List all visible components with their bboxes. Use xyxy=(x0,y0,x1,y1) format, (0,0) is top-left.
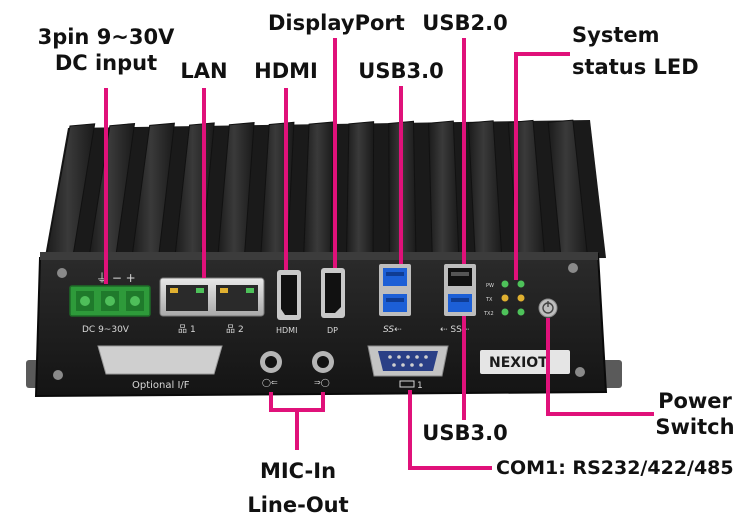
callout-power-line1: Power xyxy=(658,389,732,413)
callout-hdmi: HDMI xyxy=(254,59,318,83)
svg-text:SS⇠: SS⇠ xyxy=(383,325,402,335)
brand-print: NEXIOT xyxy=(489,355,548,371)
callout-audio-line1: MIC-In xyxy=(259,459,337,483)
heatsink-fin xyxy=(345,121,375,259)
status-leds: PW TX TX2 xyxy=(483,280,525,317)
callout-system-led-line1: System xyxy=(572,23,660,47)
callout-lan: LAN xyxy=(180,59,228,83)
svg-text:◯⇐: ◯⇐ xyxy=(262,378,278,387)
callout-usb2: USB2.0 xyxy=(422,11,508,35)
displayport-port: DP xyxy=(321,268,345,335)
callout-power-switch: Power Switch xyxy=(648,388,742,440)
dp-print: DP xyxy=(327,326,338,335)
callout-system-led-line2: status LED xyxy=(572,55,699,79)
optional-if-cover: Optional I/F xyxy=(97,345,223,391)
led2-print: TX xyxy=(485,297,493,303)
lan2-print: 2 xyxy=(238,325,244,335)
callout-power-line2: Switch xyxy=(655,415,735,439)
svg-text:品: 品 xyxy=(178,324,187,335)
callout-usb3-bottom: USB3.0 xyxy=(422,421,508,445)
heatsink xyxy=(44,119,606,262)
usb3-stack: SS⇠ xyxy=(379,264,411,335)
svg-text:⇒◯: ⇒◯ xyxy=(314,378,330,387)
callout-dc-input: 3pin 9~30V DC input xyxy=(24,24,188,76)
svg-text:⇠ SS⇠: ⇠ SS⇠ xyxy=(440,325,469,335)
callout-usb3-top: USB3.0 xyxy=(358,59,444,83)
callout-displayport: DisplayPort xyxy=(268,11,405,35)
audio-jacks: ◯⇐ ⇒◯ xyxy=(260,351,334,387)
led1-print: PW xyxy=(486,283,494,289)
usb-mixed-stack: ⇠ SS⇠ xyxy=(440,264,476,335)
brand-badge: NEXIOT xyxy=(480,350,570,374)
power-button xyxy=(538,298,558,318)
hdmi-print: HDMI xyxy=(276,326,297,335)
callout-system-led: System status LED xyxy=(572,22,706,80)
hdmi-port: HDMI xyxy=(276,270,301,335)
svg-text:⏚ − +: ⏚ − + xyxy=(96,271,136,285)
dc-range-print: DC 9~30V xyxy=(82,325,130,335)
com-number-print: 1 xyxy=(417,381,423,391)
callout-com1: COM1: RS232/422/485 xyxy=(496,457,734,479)
callout-audio: MIC-In Line-Out xyxy=(236,458,360,518)
optional-if-print: Optional I/F xyxy=(132,380,190,391)
heatsink-fin xyxy=(428,120,460,259)
led3-print: TX2 xyxy=(483,311,494,317)
lan1-print: 1 xyxy=(190,325,196,335)
callout-dc-input-line1: 3pin 9~30V xyxy=(37,25,175,49)
svg-text:品: 品 xyxy=(226,324,235,335)
com1-port: 1 xyxy=(367,345,449,391)
callout-dc-input-line2: DC input xyxy=(54,51,158,75)
callout-audio-line2: Line-Out xyxy=(247,493,349,517)
lan-ports: 1 2 品 品 xyxy=(159,277,265,335)
heatsink-fin xyxy=(303,121,335,259)
